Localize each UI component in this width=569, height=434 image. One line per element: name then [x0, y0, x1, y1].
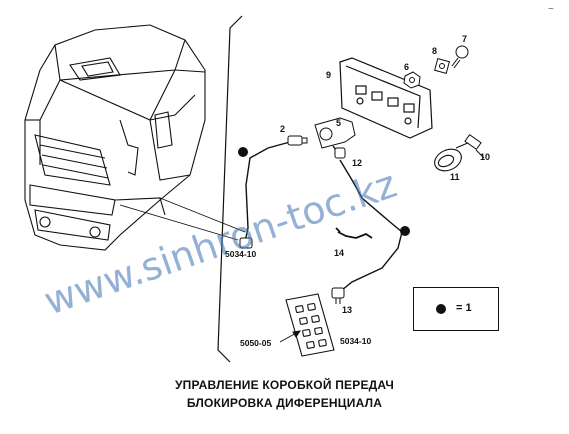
callout-10: 10 — [480, 152, 490, 162]
legend-box: = 1 — [413, 287, 499, 331]
connector-part-13 — [331, 287, 345, 304]
ref-5034-10-left: 5034-10 — [225, 249, 256, 259]
separator-line — [217, 15, 243, 363]
sensor-part-5 — [314, 117, 356, 159]
leader-lines — [119, 197, 246, 241]
reference-codes: 5034-10 5034-10 5050-05 — [225, 249, 371, 348]
marker-dot — [238, 147, 248, 157]
truck-cab-drawing — [24, 24, 206, 251]
marker-dot — [400, 226, 410, 236]
callout-13: 13 — [342, 305, 352, 315]
fuse-panel — [285, 293, 335, 357]
callout-7: 7 — [462, 34, 467, 44]
connector-left — [239, 237, 253, 249]
marker-dots — [238, 147, 410, 236]
bolt-part-10 — [464, 134, 485, 159]
nut-part-6 — [403, 71, 421, 89]
callout-14: 14 — [334, 248, 344, 258]
caption-line-2: БЛОКИРОВКА ДИФЕРЕНЦИАЛА — [186, 396, 383, 410]
callout-11: 11 — [450, 172, 460, 182]
callout-5: 5 — [336, 118, 341, 128]
bracket-part-9 — [339, 57, 433, 139]
screw-part-7 — [451, 45, 469, 69]
ref-5034-10-right: 5034-10 — [340, 336, 371, 346]
callout-9: 9 — [326, 70, 331, 80]
knob-part-11 — [434, 141, 471, 172]
corner-mark: ~ — [548, 4, 554, 15]
callout-8: 8 — [432, 46, 437, 56]
ref-arrow — [279, 330, 302, 343]
callout-2: 2 — [280, 124, 285, 134]
callout-6: 6 — [404, 62, 409, 72]
clip-part-14 — [335, 227, 373, 239]
legend-dot — [436, 304, 446, 314]
ref-5050-05: 5050-05 — [240, 338, 271, 348]
washer-part-8 — [434, 58, 450, 74]
caption-line-1: УПРАВЛЕНИЕ КОРОБКОЙ ПЕРЕДАЧ — [175, 378, 394, 392]
legend-text: = 1 — [456, 302, 472, 314]
switch-part-2 — [287, 135, 308, 146]
callout-labels: 2 5 6 7 8 9 10 11 12 13 14 — [280, 34, 490, 315]
callout-12: 12 — [352, 158, 362, 168]
